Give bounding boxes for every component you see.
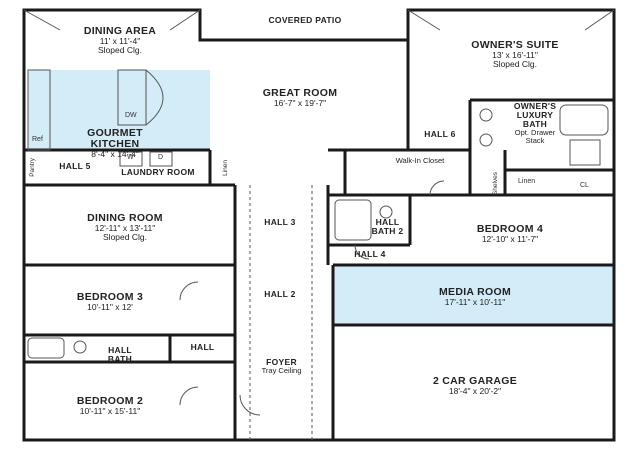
pantry-label: Pantry (29, 158, 36, 177)
linen-label-laundry: Linen (222, 160, 229, 176)
shelves-label: Shelves (492, 172, 499, 196)
media-room-highlight (333, 265, 613, 325)
kitchen-highlight (28, 70, 210, 150)
